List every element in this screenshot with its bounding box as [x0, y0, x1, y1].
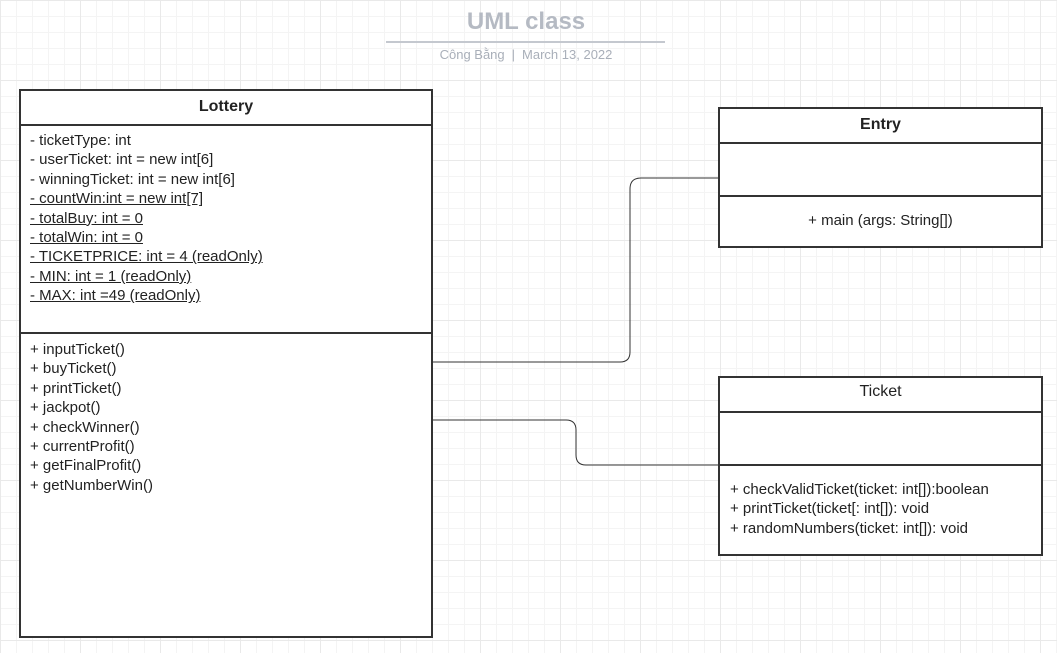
lottery-attribute: - MAX: int =49 (readOnly) — [30, 287, 201, 305]
class-entry[interactable]: Entry + main (args: String[]) — [718, 107, 1043, 248]
lottery-attribute: - winningTicket: int = new int[6] — [30, 170, 235, 188]
diagram-title: UML class — [466, 8, 586, 35]
ticket-method: + randomNumbers(ticket: int[]): void — [730, 519, 969, 537]
lottery-attribute: - countWin:int = new int[7] — [30, 190, 203, 208]
lottery-method: + getNumberWin() — [30, 476, 153, 494]
lottery-attribute: - ticketType: int — [30, 132, 131, 149]
title-underline — [386, 41, 665, 43]
author-name: Công Bằng — [439, 47, 505, 62]
class-entry-attributes[interactable] — [720, 144, 1041, 197]
class-ticket-methods[interactable]: + checkValidTicket(ticket: int[]):boolea… — [720, 466, 1041, 538]
ticket-method: + printTicket(ticket[: int[]): void — [730, 500, 930, 518]
class-lottery-attributes[interactable]: - ticketType: int - userTicket: int = new… — [21, 126, 431, 334]
lottery-method: + inputTicket() — [30, 341, 125, 358]
ticket-method: + checkValidTicket(ticket: int[]):boolea… — [730, 481, 989, 498]
class-ticket[interactable]: Ticket + checkValidTicket(ticket: int[])… — [718, 376, 1043, 556]
lottery-method: + jackpot() — [30, 399, 101, 417]
lottery-method: + checkWinner() — [30, 418, 140, 436]
lottery-method: + buyTicket() — [30, 360, 117, 378]
class-lottery-name: Lottery — [21, 91, 431, 126]
lottery-attribute: - totalBuy: int = 0 — [30, 209, 143, 227]
class-lottery-methods[interactable]: + inputTicket() + buyTicket()+ printTicke… — [21, 334, 431, 495]
class-ticket-name: Ticket — [720, 378, 1041, 413]
class-entry-name: Entry — [720, 109, 1041, 144]
lottery-attribute: - userTicket: int = new int[6] — [30, 151, 214, 169]
connector-lottery-entry[interactable] — [432, 177, 719, 363]
lottery-attribute: - TICKETPRICE: int = 4 (readOnly) — [30, 248, 263, 266]
meta-separator: | — [511, 47, 516, 62]
lottery-method: + printTicket() — [30, 379, 122, 397]
diagram-date: March 13, 2022 — [522, 47, 613, 62]
lottery-method: + getFinalProfit() — [30, 457, 142, 475]
entry-method: + main (args: String[]) — [808, 212, 953, 229]
class-lottery[interactable]: Lottery - ticketType: int - userTicket: i… — [19, 89, 433, 638]
lottery-method: + currentProfit() — [30, 438, 135, 456]
connector-lottery-ticket[interactable] — [432, 419, 719, 466]
class-entry-methods[interactable]: + main (args: String[]) — [720, 197, 1041, 230]
class-ticket-attributes[interactable] — [720, 413, 1041, 466]
lottery-attribute: - totalWin: int = 0 — [30, 229, 143, 247]
diagram-meta: Công Bằng | March 13, 2022 — [387, 47, 665, 62]
lottery-attribute: - MIN: int = 1 (readOnly) — [30, 267, 192, 285]
